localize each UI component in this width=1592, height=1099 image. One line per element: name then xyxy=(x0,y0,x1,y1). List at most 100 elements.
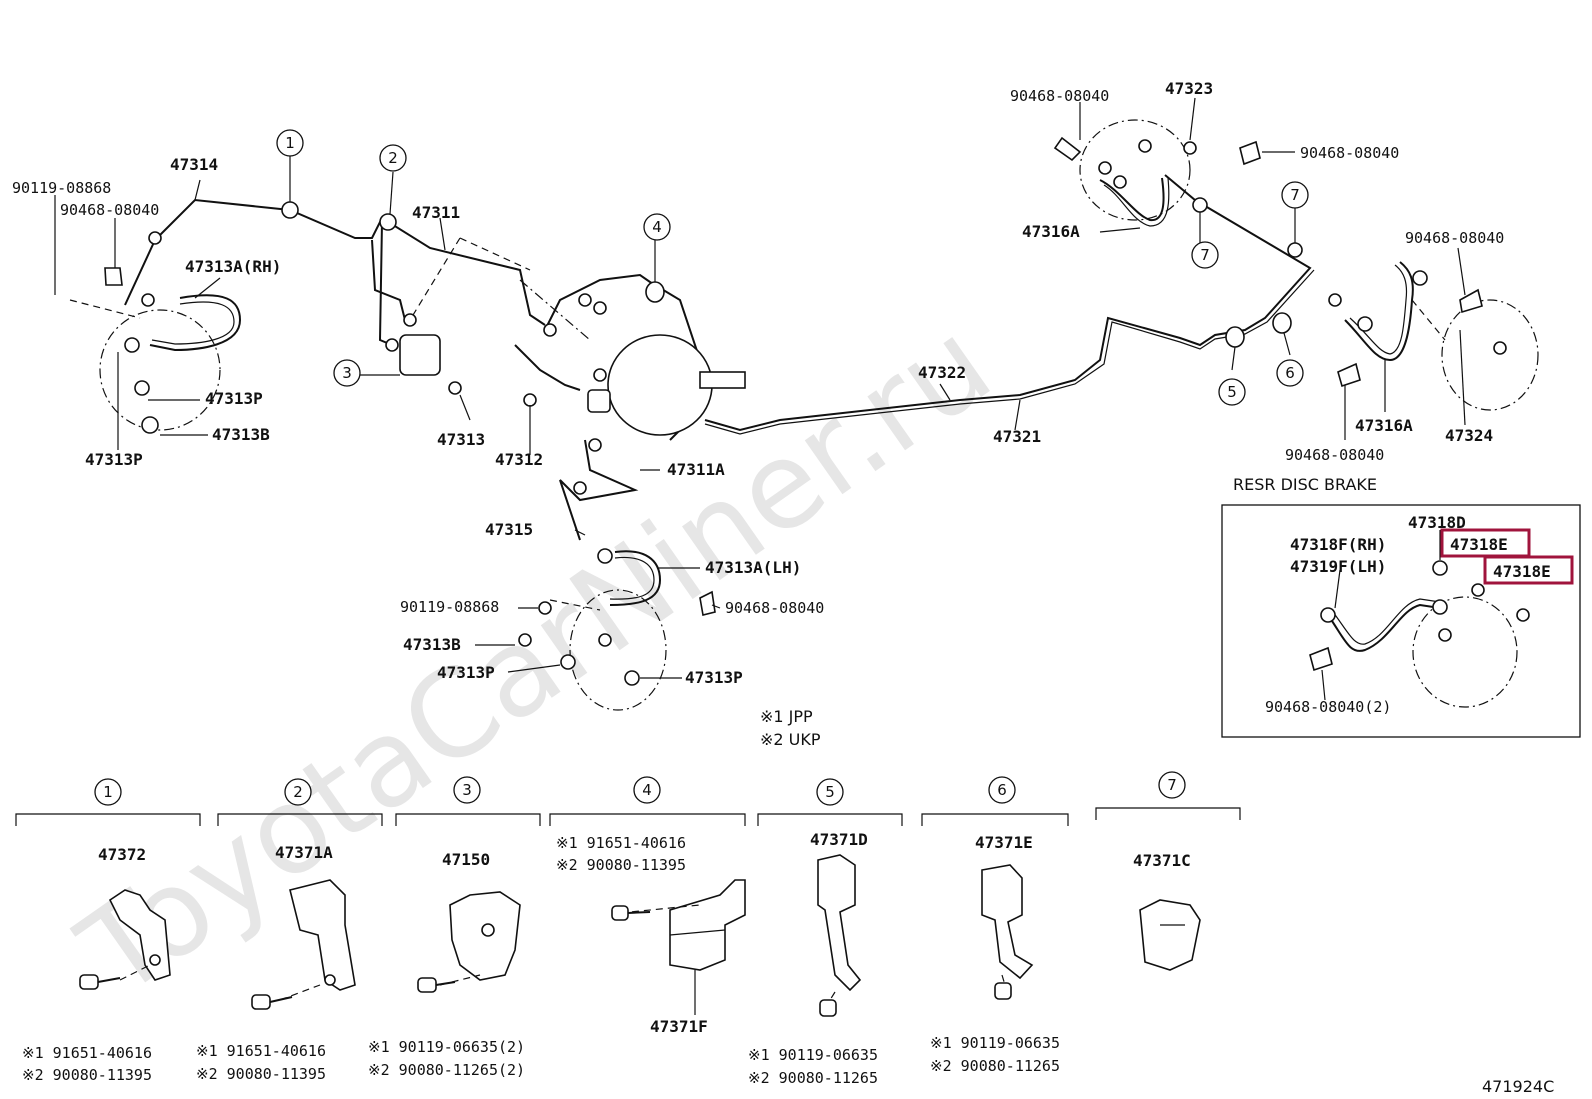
label-47322: 47322 xyxy=(918,363,966,382)
callout-markers: 1 2 3 4 5 6 7 7 xyxy=(276,129,1309,406)
clamp-details: 1 2 3 4 5 6 7 47372 47371A 47150 47371F … xyxy=(15,771,1241,1087)
clamp-callout-1: 1 xyxy=(94,778,122,806)
svg-text:2: 2 xyxy=(388,149,398,167)
clamp-part-47372: 47372 xyxy=(98,845,146,864)
svg-text:1: 1 xyxy=(285,134,295,152)
label-47318e-b: 47318E xyxy=(1493,562,1551,581)
label-47311: 47311 xyxy=(412,203,460,222)
clamp-5-bolt-2: ※2 90080-11265 xyxy=(748,1069,878,1087)
clamp-callout-5: 5 xyxy=(816,778,844,806)
rear-disc-brake-inset: RESR DISC BRAKE 47318D 47318F(RH) 47319F… xyxy=(1221,475,1581,738)
label-47316a-a: 47316A xyxy=(1022,222,1080,241)
label-47316a-b: 47316A xyxy=(1355,416,1413,435)
callout-1: 1 xyxy=(276,129,304,157)
svg-text:3: 3 xyxy=(462,781,472,799)
label-90119-08868-a: 90119-08868 xyxy=(12,179,111,197)
clamp-part-47371a: 47371A xyxy=(275,843,333,862)
callout-3: 3 xyxy=(333,359,361,387)
label-47313b-a: 47313B xyxy=(212,425,270,444)
label-47321: 47321 xyxy=(993,427,1041,446)
label-47313p-a: 47313P xyxy=(205,389,263,408)
label-47318e-a: 47318E xyxy=(1450,535,1508,554)
label-90119-08868-b: 90119-08868 xyxy=(400,598,499,616)
label-47313: 47313 xyxy=(437,430,485,449)
leader-lines xyxy=(54,97,1466,679)
clamp-part-47371d: 47371D xyxy=(810,830,868,849)
label-90468-08040-e: 90468-08040 xyxy=(1405,229,1504,247)
label-47313p-d: 47313P xyxy=(685,668,743,687)
svg-text:6: 6 xyxy=(997,781,1007,799)
note-2: ※2 UKP xyxy=(760,730,821,749)
label-47311a: 47311A xyxy=(667,460,725,479)
main-pipes xyxy=(124,174,1414,606)
callout-7b: 7 xyxy=(1191,241,1219,269)
label-90468-08040-d: 90468-08040 xyxy=(1300,144,1399,162)
callout-7a: 7 xyxy=(1281,181,1309,209)
label-47313b-b: 47313B xyxy=(403,635,461,654)
clamp-2-bolt-2: ※2 90080-11395 xyxy=(196,1065,326,1083)
label-47315: 47315 xyxy=(485,520,533,539)
clamp-3-bolt-2: ※2 90080-11265(2) xyxy=(368,1061,525,1079)
svg-text:3: 3 xyxy=(342,364,352,382)
clamp-part-47150: 47150 xyxy=(442,850,490,869)
clamp-part-47371e: 47371E xyxy=(975,833,1033,852)
clamp-4-bolt-1: ※1 91651-40616 xyxy=(556,834,686,852)
callout-2: 2 xyxy=(379,144,407,172)
guide-lines xyxy=(69,119,1539,711)
label-47313p-b: 47313P xyxy=(85,450,143,469)
clamp-callout-4: 4 xyxy=(633,776,661,804)
label-47323: 47323 xyxy=(1165,79,1213,98)
label-47312: 47312 xyxy=(495,450,543,469)
highlight-47318e-b xyxy=(1483,555,1574,585)
clamp-callout-7: 7 xyxy=(1158,771,1186,799)
note-1: ※1 JPP xyxy=(760,707,813,726)
clamp-part-47371f: 47371F xyxy=(650,1017,708,1036)
clamp-callout-6: 6 xyxy=(988,776,1016,804)
components xyxy=(104,136,1507,686)
label-90468-08040-c: 90468-08040 xyxy=(1010,87,1109,105)
label-47313a-rh: 47313A(RH) xyxy=(185,257,281,276)
clamp-3-bolt-1: ※1 90119-06635(2) xyxy=(368,1038,525,1056)
svg-text:1: 1 xyxy=(103,783,113,801)
watermark: ToyotaCarNiner.ru xyxy=(56,295,1015,1025)
label-47318d: 47318D xyxy=(1408,513,1466,532)
label-47313p-c: 47313P xyxy=(437,663,495,682)
svg-text:5: 5 xyxy=(1227,383,1237,401)
callout-6: 6 xyxy=(1276,359,1304,387)
svg-text:4: 4 xyxy=(642,781,652,799)
valve-block xyxy=(399,334,441,376)
label-47324: 47324 xyxy=(1445,426,1493,445)
clamp-6-bolt-2: ※2 90080-11265 xyxy=(930,1057,1060,1075)
booster xyxy=(607,334,713,436)
diagram-code: 471924C xyxy=(1482,1077,1554,1096)
label-47319f-lh: 47319F(LH) xyxy=(1290,557,1386,576)
label-90468-08040-f: 90468-08040 xyxy=(1285,446,1384,464)
notes: ※1 JPP ※2 UKP xyxy=(760,707,821,749)
clamp-4-bolt-2: ※2 90080-11395 xyxy=(556,856,686,874)
label-47318f-rh: 47318F(RH) xyxy=(1290,535,1386,554)
svg-text:5: 5 xyxy=(825,783,835,801)
clamp-callout-3: 3 xyxy=(453,776,481,804)
svg-text:6: 6 xyxy=(1285,364,1295,382)
clamp-2-bolt-1: ※1 91651-40616 xyxy=(196,1042,326,1060)
svg-text:7: 7 xyxy=(1290,186,1300,204)
label-90468-08040-a: 90468-08040 xyxy=(60,201,159,219)
clamp-6-bolt-1: ※1 90119-06635 xyxy=(930,1034,1060,1052)
label-47314: 47314 xyxy=(170,155,218,174)
clamp-callout-2: 2 xyxy=(284,778,312,806)
svg-text:4: 4 xyxy=(652,218,662,236)
label-47313a-lh: 47313A(LH) xyxy=(705,558,801,577)
clamp-1-bolt-1: ※1 91651-40616 xyxy=(22,1044,152,1062)
svg-text:7: 7 xyxy=(1200,246,1210,264)
clamp-1-bolt-2: ※2 90080-11395 xyxy=(22,1066,152,1084)
clamp-part-47371c: 47371C xyxy=(1133,851,1191,870)
svg-text:7: 7 xyxy=(1167,776,1177,794)
label-90468-08040-2: 90468-08040(2) xyxy=(1265,698,1391,716)
clamp-5-bolt-1: ※1 90119-06635 xyxy=(748,1046,878,1064)
callout-5: 5 xyxy=(1218,378,1246,406)
part-labels: 90119-08868 90468-08040 47314 47313A(RH)… xyxy=(12,79,1504,687)
callout-4: 4 xyxy=(643,213,671,241)
label-90468-08040-b: 90468-08040 xyxy=(725,599,824,617)
inset-title: RESR DISC BRAKE xyxy=(1233,475,1377,494)
